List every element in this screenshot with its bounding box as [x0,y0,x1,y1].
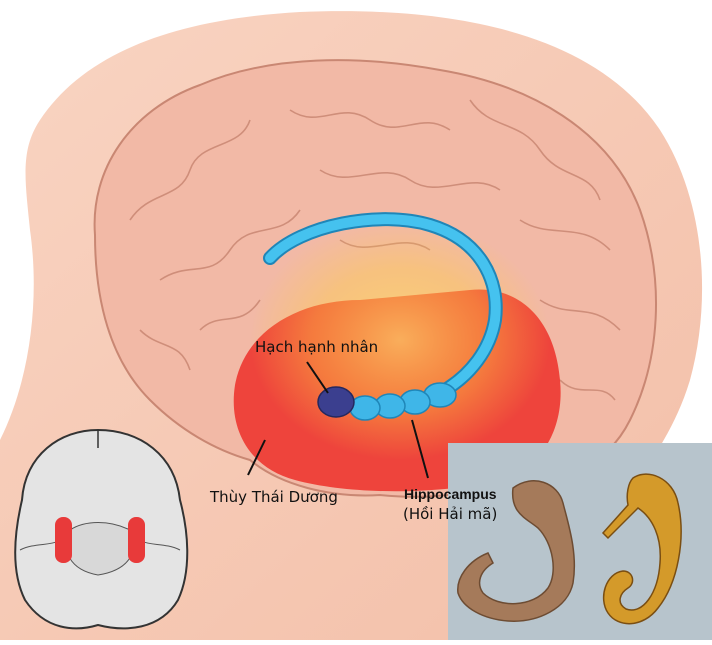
seahorse [601,473,682,625]
hippocampus-specimen [457,480,576,622]
amygdala [317,386,355,418]
left-hippocampus-highlight [55,517,72,563]
amygdala-label: Hạch hạnh nhân [255,338,379,356]
temporal-lobe-pointer [247,439,266,476]
axial-brain-inset [14,428,189,630]
hippocampus-body [349,382,457,421]
hippocampus-vietnamese-label: (Hồi Hải mã) [403,505,498,523]
amygdala-pointer [306,361,329,394]
hippocampus-pointer [411,419,429,479]
hippocampus-label: Hippocampus [404,486,497,502]
right-hippocampus-highlight [128,517,145,563]
specimen-photo-inset [448,443,712,640]
temporal-lobe-label: Thùy Thái Dương [210,488,338,506]
